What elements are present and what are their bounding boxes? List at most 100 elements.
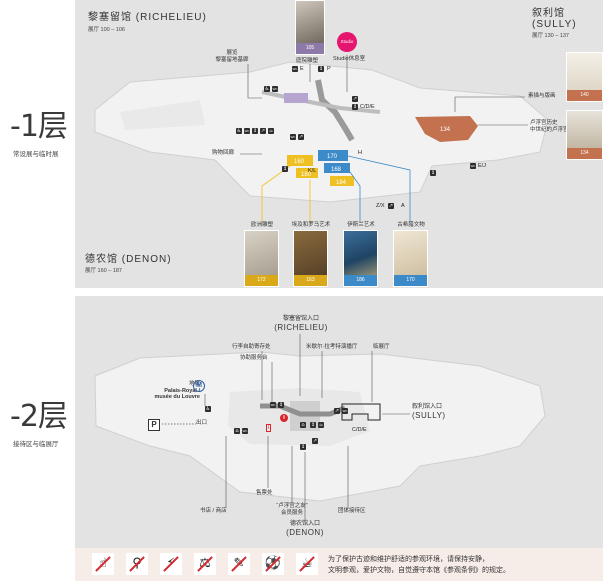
- no-eating-icon: ☕: [296, 553, 318, 575]
- toilet-icon: [470, 163, 476, 169]
- room-170-label: 170: [327, 154, 338, 160]
- sully-wing-title-cn: 叙利馆: [532, 8, 565, 19]
- stairs-icon: [298, 134, 304, 140]
- room-168-label: 168: [331, 167, 342, 173]
- floor-minus2-level: -2层: [10, 399, 68, 434]
- toilet-icon: [242, 428, 248, 434]
- cafe-icon: [268, 128, 274, 134]
- label-drawings: 素描与版画: [528, 93, 556, 99]
- label-metro: 地铁 Palais-Royal / musée du Louvre: [140, 381, 200, 401]
- marker-cde: C/D/E: [360, 104, 375, 110]
- toilet-icon: [290, 134, 296, 140]
- label-tickets: 售票处: [256, 490, 273, 496]
- elevator-icon: [300, 444, 306, 450]
- label-assist: 协助服务台: [240, 355, 268, 361]
- thumb-bottom-3-caption: 186: [344, 275, 377, 286]
- label-metro-station: Palais-Royal /: [164, 387, 200, 394]
- info-icon[interactable]: [280, 414, 288, 422]
- toilet-icon: [272, 86, 278, 92]
- thumb-bottom-4[interactable]: 170: [393, 230, 428, 287]
- room-180: [296, 168, 318, 178]
- label-temp-hall: 临展厅: [373, 344, 390, 350]
- label-exhibition: 展览 黎塞留地基廊: [212, 50, 252, 63]
- room-180-label: 180: [301, 172, 312, 178]
- label-courtyard: 庭院雕塑: [296, 58, 319, 64]
- stairs-icon: [334, 408, 340, 414]
- elevator-icon: [352, 104, 358, 110]
- label-history: 卢浮宫历史 中世纪的卢浮宫: [530, 120, 569, 133]
- label-metro-station-2: musée du Louvre: [154, 394, 200, 401]
- label-friends-sub: 会员服务: [280, 509, 303, 516]
- studio-badge[interactable]: Studio: [337, 32, 357, 52]
- label-denon-entry: 德农馆入口 (DENON): [278, 521, 332, 538]
- label-history-title: 卢浮宫历史: [530, 120, 558, 126]
- floor-minus1-wing-left: [120, 100, 205, 130]
- label-friends: “卢浮宫之友” 会员服务: [266, 503, 318, 516]
- sully-wing-title-en: (SULLY): [532, 19, 577, 30]
- thumb-bottom-1[interactable]: 172: [244, 230, 279, 287]
- richelieu-wing-title: 黎塞留馆 (RICHELIEU): [88, 12, 207, 23]
- sully-entry-outline: [341, 403, 381, 421]
- label-history-sub: 中世纪的卢浮宫: [530, 126, 569, 133]
- thumb-top-center[interactable]: 105: [295, 0, 325, 55]
- thumb-bottom-3[interactable]: 186: [343, 230, 378, 287]
- thumb-right-top[interactable]: 140: [566, 52, 603, 102]
- accessibility-icon: [264, 86, 270, 92]
- parking-icon[interactable]: P: [148, 419, 160, 431]
- label-exhibition-sub: 黎塞留地基廊: [215, 56, 249, 63]
- thumb-bottom-4-title: 古希腊文物: [397, 222, 425, 228]
- thumb-bottom-2-caption: 163: [294, 275, 327, 286]
- room-184-label: 184: [336, 180, 347, 186]
- label-denon-entry-cn: 德农馆入口: [289, 521, 320, 527]
- shop-icon: [234, 428, 240, 434]
- elevator-icon: [252, 128, 258, 134]
- room-168: [324, 163, 350, 173]
- visitor-notice: 为了保护古迹和维护舒适的参观环境，请保持安静， 文明参观，爱护文物，自觉遵守本馆…: [328, 554, 510, 576]
- elevator-icon: [282, 166, 288, 172]
- metro-icon[interactable]: M: [193, 380, 205, 392]
- floor-minus1-level: -1层: [10, 109, 68, 144]
- thumb-bottom-1-caption: 172: [245, 275, 278, 286]
- label-exit: 出口: [196, 420, 208, 426]
- floor-minus1-hall-path: [261, 90, 381, 114]
- sully-wing-rooms: 展厅 130 – 137: [532, 33, 569, 39]
- pointer-thumb-1: [261, 165, 291, 222]
- pointer-thumb-4: [347, 155, 411, 222]
- thumb-right-top-caption: 140: [567, 90, 602, 101]
- label-richelieu-entry: 黎塞留馆入口 (RICHELIEU): [270, 316, 332, 333]
- richelieu-wing-rooms: 展厅 100 – 106: [88, 27, 125, 33]
- label-shopping: 购物回廊: [212, 150, 235, 156]
- label-studio: Studio休息室: [333, 56, 366, 62]
- toilet-icon: [342, 408, 348, 414]
- thumb-bottom-4-caption: 170: [394, 275, 427, 286]
- elevator-icon: [310, 422, 316, 428]
- no-selfie-stick-icon: ⚲: [126, 553, 148, 575]
- thumb-bottom-2[interactable]: 163: [293, 230, 328, 287]
- toilet-icon: [270, 402, 276, 408]
- no-running-icon: ⚽: [262, 553, 284, 575]
- marker-zx: Z/X: [376, 203, 385, 209]
- stairs-icon: [312, 438, 318, 444]
- no-flash-icon: ⚡: [160, 553, 182, 575]
- marker-e: E: [300, 66, 304, 72]
- thumb-bottom-2-title: 埃及和罗马艺术: [291, 222, 331, 228]
- room-160: [287, 155, 313, 166]
- no-graffiti-icon: ✎: [228, 553, 250, 575]
- label-sully-entry-cn: 叙利馆入口: [412, 404, 443, 410]
- label-friends-title: “卢浮宫之友”: [276, 503, 308, 509]
- accessibility-icon: [236, 128, 242, 134]
- toilet-icon: [292, 66, 298, 72]
- denon-wing-rooms: 展厅 160 – 187: [85, 268, 122, 274]
- elevator-icon: [430, 170, 436, 176]
- label-sully-entry-en: (SULLY): [412, 411, 446, 421]
- visitor-notice-line-1: 为了保护古迹和维护舒适的参观环境，请保持安静，: [328, 556, 489, 563]
- label-richelieu-entry-cn: 黎塞留馆入口: [282, 316, 319, 322]
- marker-kl: K/L: [308, 168, 317, 174]
- marker-p: P: [327, 66, 331, 72]
- thumb-right-bottom[interactable]: 134: [566, 110, 603, 160]
- elevator-icon: [318, 66, 324, 72]
- marker-ej: E/J: [478, 163, 486, 169]
- floor-minus1-plan: 160 170 168 180 184 134: [94, 55, 549, 222]
- pointer-exhibition: [247, 64, 262, 99]
- label-luggage: 行李自助寄存处: [232, 344, 271, 350]
